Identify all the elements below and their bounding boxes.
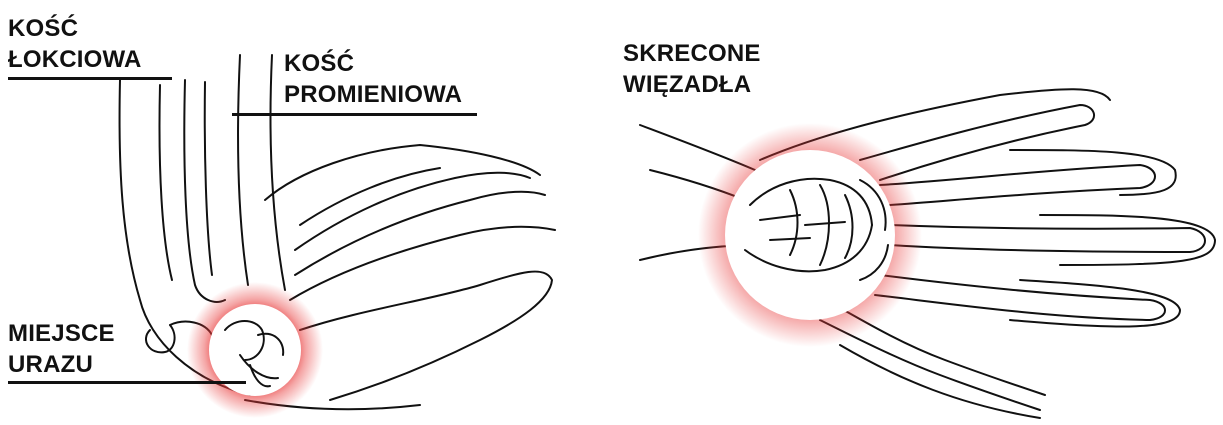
finger-little: [875, 275, 1165, 320]
label-ligaments-line1: SKRECONE: [623, 38, 761, 69]
label-ulna-underline: [8, 77, 172, 80]
label-radius-underline: [232, 113, 477, 116]
label-injury-line1: MIEJSCE: [8, 318, 115, 349]
label-ulna: KOŚĆ ŁOKCIOWA: [8, 13, 142, 75]
metacarpal-4: [300, 168, 440, 225]
label-injury-underline: [8, 381, 246, 384]
radius-bone-right: [271, 55, 285, 290]
label-injury-line2: URAZU: [8, 349, 115, 380]
metacarpal-2: [295, 192, 545, 275]
label-radius-line1: KOŚĆ: [284, 48, 462, 79]
label-radius: KOŚĆ PROMIENIOWA: [284, 48, 462, 110]
metacarpal-3: [295, 173, 530, 250]
ulna-bone-inner: [205, 82, 212, 275]
finger-ring: [890, 225, 1205, 252]
metacarpal-1: [290, 227, 555, 300]
label-radius-line2: PROMIENIOWA: [284, 79, 462, 110]
label-ulna-line1: KOŚĆ: [8, 13, 142, 44]
label-ligaments-line2: WIĘZADŁA: [623, 69, 761, 100]
label-ulna-line2: ŁOKCIOWA: [8, 44, 142, 75]
thumb-outline: [300, 272, 552, 400]
radius-bone: [238, 55, 248, 285]
label-injury-site: MIEJSCE URAZU: [8, 318, 115, 380]
label-sprained-ligaments: SKRECONE WIĘZADŁA: [623, 38, 761, 100]
finger-middle: [880, 165, 1155, 205]
forearm-outline-inner: [160, 85, 173, 280]
